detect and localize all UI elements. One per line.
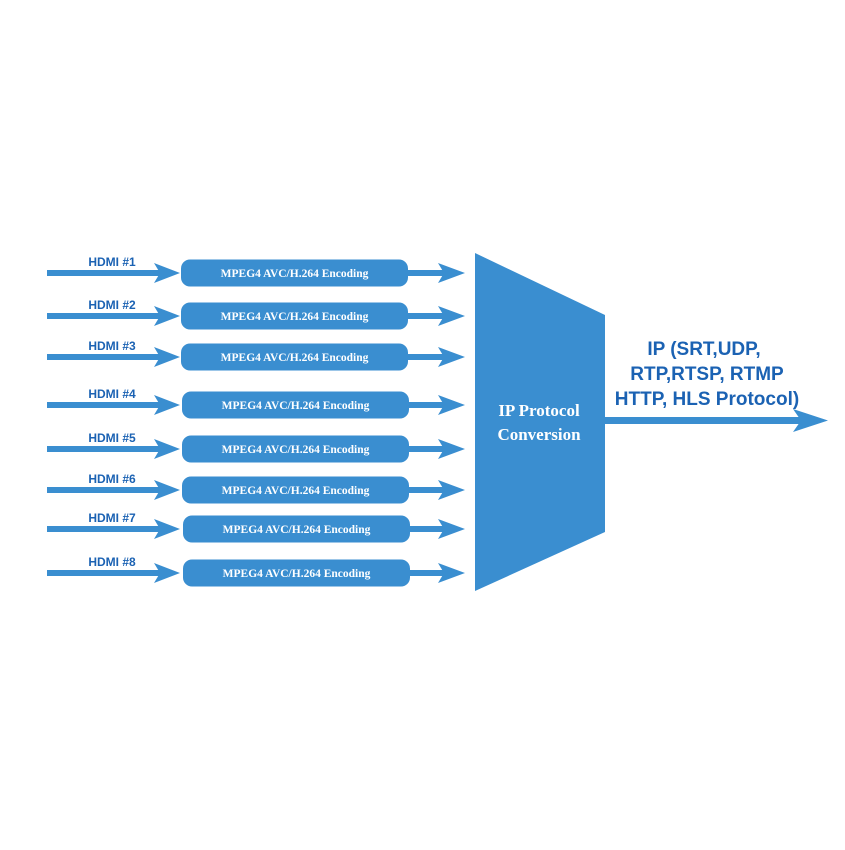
converter-label-line2: Conversion <box>497 425 581 444</box>
encoder-output-arrow-1 <box>406 263 465 283</box>
input-arrow-2 <box>47 306 180 326</box>
input-row-6: HDMI #6 MPEG4 AVC/H.264 Encoding <box>47 472 465 504</box>
input-arrow-5 <box>47 439 180 459</box>
encoder-box-2 <box>181 302 408 330</box>
output-label-line2: RTP,RTSP, RTMP <box>630 364 784 385</box>
hdmi-label-6: HDMI #6 <box>88 472 136 486</box>
input-arrow-1 <box>47 263 180 283</box>
encoder-box-4 <box>182 391 409 419</box>
input-row-3: HDMI #3 MPEG4 AVC/H.264 Encoding <box>47 339 465 371</box>
encoder-label-6: MPEG4 AVC/H.264 Encoding <box>222 485 370 497</box>
encoder-label-4: MPEG4 AVC/H.264 Encoding <box>222 400 370 412</box>
encoder-label-8: MPEG4 AVC/H.264 Encoding <box>223 568 371 580</box>
input-arrow-8 <box>47 563 180 583</box>
encoder-output-arrow-4 <box>406 395 465 415</box>
encoder-box-1 <box>181 259 408 287</box>
encoder-output-arrow-6 <box>406 480 465 500</box>
encoder-box-3 <box>181 343 408 371</box>
input-row-8: HDMI #8 MPEG4 AVC/H.264 Encoding <box>47 555 465 587</box>
encoder-output-arrow-2 <box>406 306 465 326</box>
hdmi-label-3: HDMI #3 <box>88 339 136 353</box>
encoder-box-8 <box>183 559 410 587</box>
hdmi-label-1: HDMI #1 <box>88 255 136 269</box>
input-arrow-6 <box>47 480 180 500</box>
output-label-line3: HTTP, HLS Protocol) <box>615 389 799 410</box>
input-arrow-4 <box>47 395 180 415</box>
encoder-label-7: MPEG4 AVC/H.264 Encoding <box>223 524 371 536</box>
encoder-label-2: MPEG4 AVC/H.264 Encoding <box>221 311 369 323</box>
encoder-output-arrow-3 <box>406 347 465 367</box>
input-row-1: HDMI #1 MPEG4 AVC/H.264 Encoding <box>47 255 465 287</box>
hdmi-label-2: HDMI #2 <box>88 298 136 312</box>
converter-label-line1: IP Protocol <box>498 401 580 420</box>
protocol-converter-block <box>475 253 605 591</box>
encoder-label-3: MPEG4 AVC/H.264 Encoding <box>221 352 369 364</box>
input-row-5: HDMI #5 MPEG4 AVC/H.264 Encoding <box>47 431 465 463</box>
encoder-box-5 <box>182 435 409 463</box>
input-row-2: HDMI #2 MPEG4 AVC/H.264 Encoding <box>47 298 465 330</box>
hdmi-label-7: HDMI #7 <box>88 511 136 525</box>
encoder-label-1: MPEG4 AVC/H.264 Encoding <box>221 268 369 280</box>
encoder-output-arrow-8 <box>406 563 465 583</box>
hdmi-label-5: HDMI #5 <box>88 431 136 445</box>
output-arrow <box>598 409 828 432</box>
input-row-4: HDMI #4 MPEG4 AVC/H.264 Encoding <box>47 387 465 419</box>
input-arrow-7 <box>47 519 180 539</box>
encoder-box-7 <box>183 515 410 543</box>
output-label-line1: IP (SRT,UDP, <box>647 339 760 360</box>
hdmi-label-4: HDMI #4 <box>88 387 136 401</box>
encoder-output-arrow-5 <box>406 439 465 459</box>
hdmi-label-8: HDMI #8 <box>88 555 136 569</box>
encoder-output-arrow-7 <box>406 519 465 539</box>
encoder-box-6 <box>182 476 409 504</box>
input-arrow-3 <box>47 347 180 367</box>
input-row-7: HDMI #7 MPEG4 AVC/H.264 Encoding <box>47 511 465 543</box>
encoder-label-5: MPEG4 AVC/H.264 Encoding <box>222 444 370 456</box>
